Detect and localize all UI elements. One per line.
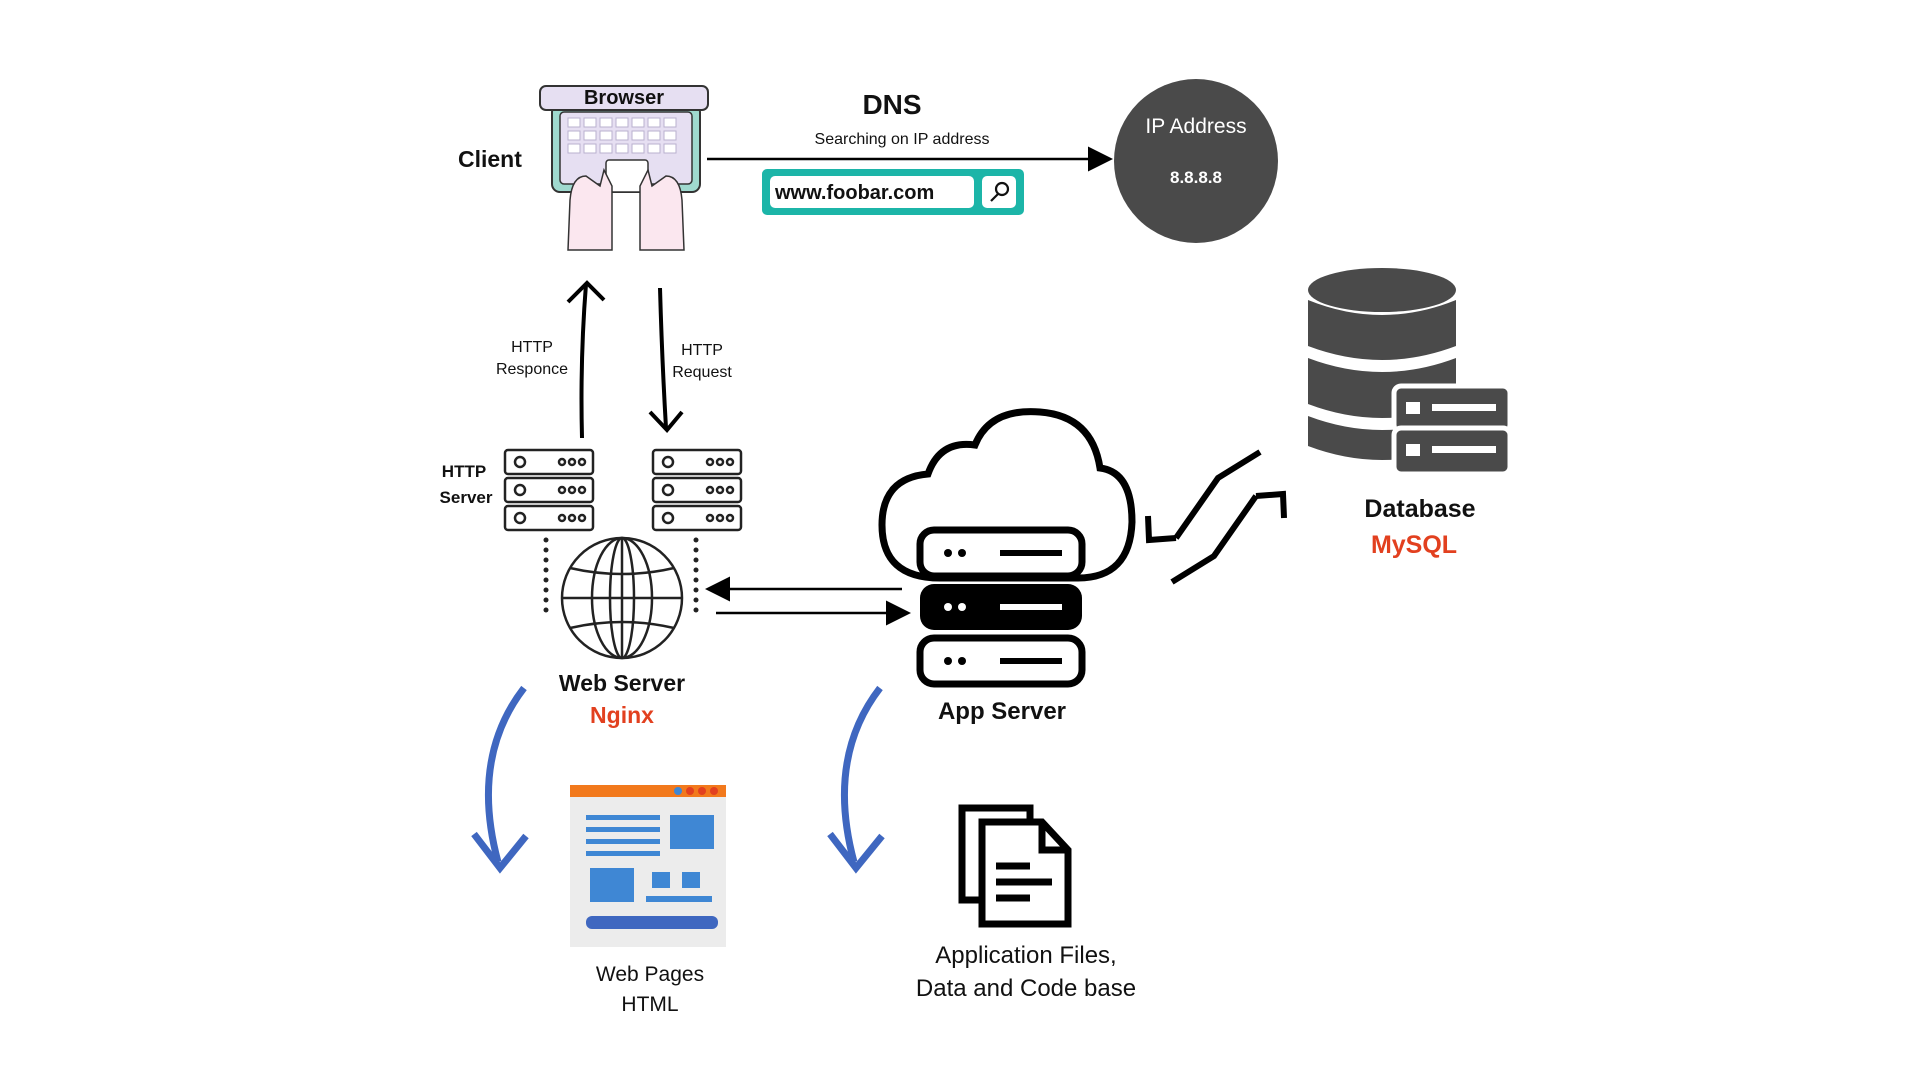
web-pages-curve-arrow <box>484 685 527 863</box>
http-request-arrow <box>658 287 668 429</box>
web-pages-label-1: Web Pages <box>595 963 705 986</box>
search-icon[interactable] <box>990 181 1010 202</box>
curve-arrowhead-icon <box>827 831 885 874</box>
exchange-arrows-icon <box>1145 449 1287 585</box>
documents-icon <box>958 804 1072 928</box>
web-pages-label-2: HTML <box>621 993 679 1016</box>
http-request-label-2: Request <box>672 364 732 381</box>
ip-address-title: IP Address <box>1145 115 1246 138</box>
client-label: Client <box>458 146 522 172</box>
globe-icon <box>560 536 684 660</box>
dns-title: DNS <box>862 89 922 120</box>
http-request-label-1: HTTP <box>681 342 723 359</box>
http-response-label-2: Responce <box>495 361 569 378</box>
http-response-label-1: HTTP <box>511 339 553 356</box>
app-files-label-1: Application Files, <box>935 942 1117 969</box>
arrow-up-icon <box>566 280 606 304</box>
http-server-label-2: Server <box>439 488 493 507</box>
arrow-down-icon <box>648 410 684 434</box>
web-page-icon <box>570 785 726 947</box>
curve-arrowhead-icon <box>471 831 529 874</box>
app-files-label-2: Data and Code base <box>915 975 1137 1002</box>
http-server-rack-right <box>651 448 743 532</box>
dns-subtitle: Searching on IP address <box>814 131 990 148</box>
server-link-dots <box>543 537 699 613</box>
http-server-rack-left <box>503 448 595 532</box>
web-server-name: Nginx <box>590 702 654 728</box>
web-server-title: Web Server <box>558 670 686 696</box>
browser-label: Browser <box>584 87 664 109</box>
dns-search-url: www.foobar.com <box>774 182 934 204</box>
http-server-label-1: HTTP <box>441 462 487 481</box>
cloud-server-icon <box>878 408 1136 688</box>
database-icon <box>1308 268 1513 477</box>
app-server-title: App Server <box>937 698 1067 725</box>
database-title: Database <box>1364 495 1476 523</box>
database-name: MySQL <box>1370 531 1458 559</box>
ip-address-value: 8.8.8.8 <box>1170 168 1222 187</box>
app-files-curve-arrow <box>840 685 883 863</box>
ip-address-circle <box>1114 79 1278 243</box>
http-response-arrow <box>579 283 588 439</box>
browser-keyboard-icon <box>539 85 709 251</box>
